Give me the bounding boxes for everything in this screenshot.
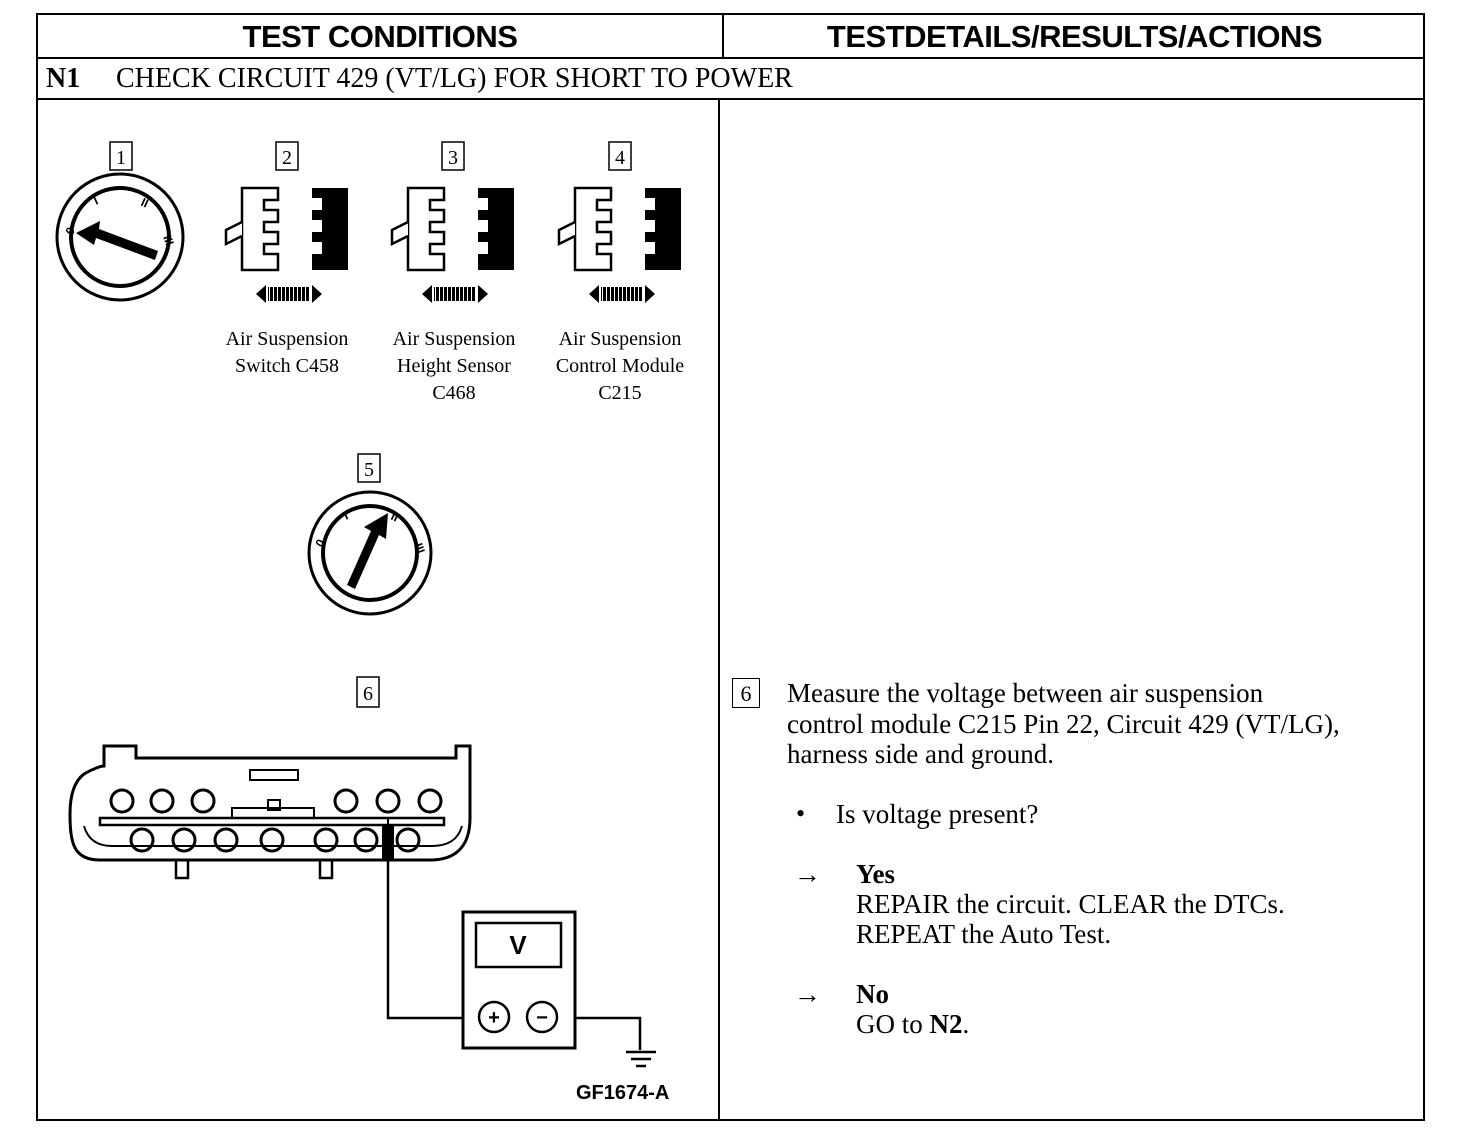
svg-text:6: 6 xyxy=(363,683,373,705)
caption-switch-c458: Air Suspension Switch C458 xyxy=(225,328,349,377)
header-test-conditions: TEST CONDITIONS xyxy=(242,19,518,54)
yes-action-line-2: REPEAT the Auto Test. xyxy=(856,919,1112,949)
no-result: No GO to N2. xyxy=(856,979,969,1039)
yes-action-line-1: REPAIR the circuit. CLEAR the DTCs. xyxy=(856,889,1285,919)
ignition-switch-off-icon: 0 I II III xyxy=(55,172,185,302)
svg-text:II: II xyxy=(389,509,401,525)
svg-text:I: I xyxy=(341,509,350,523)
svg-text:1: 1 xyxy=(116,147,126,169)
svg-text:3: 3 xyxy=(448,147,458,169)
step-title: CHECK CIRCUIT 429 (VT/LG) FOR SHORT TO P… xyxy=(116,63,793,94)
step-divider xyxy=(38,98,1423,100)
instruction-line-1: Measure the voltage between air suspensi… xyxy=(787,678,1264,708)
yes-arrow-icon: → xyxy=(794,859,821,889)
no-arrow-icon: → xyxy=(794,979,821,1009)
ground-icon xyxy=(626,1050,656,1068)
svg-text:II: II xyxy=(139,195,151,211)
yes-result: Yes REPAIR the circuit. CLEAR the DTCs. … xyxy=(856,859,1285,949)
test-conditions-diagram: 1 0 I II III 2 3 4 xyxy=(55,141,681,1068)
step-title-row: N1 CHECK CIRCUIT 429 (VT/LG) FOR SHORT TO… xyxy=(46,59,793,99)
step-box-5: 5 xyxy=(357,453,381,483)
yes-label: Yes xyxy=(856,859,895,889)
ignition-switch-run-icon: 0 I II III xyxy=(307,490,433,616)
svg-text:III: III xyxy=(411,541,428,555)
header-test-details: TESTDETAILS/RESULTS/ACTIONS xyxy=(826,19,1323,54)
column-divider-body xyxy=(718,100,720,1121)
step-box-6: 6 xyxy=(356,676,380,708)
negative-lead xyxy=(558,1016,642,1050)
no-label: No xyxy=(856,979,889,1009)
no-action-prefix: GO to xyxy=(856,1009,930,1039)
step-box-2: 2 xyxy=(275,141,299,171)
svg-text:2: 2 xyxy=(282,147,292,169)
step-id: N1 xyxy=(46,63,81,94)
column-divider-top xyxy=(722,15,724,57)
detail-step-number: 6 xyxy=(732,678,760,708)
connector-c215-face-icon xyxy=(68,744,472,880)
no-action-target: N2 xyxy=(929,1009,963,1039)
bullet: • xyxy=(796,799,806,828)
step-box-1: 1 xyxy=(109,141,133,171)
svg-text:−: − xyxy=(536,1007,548,1029)
question-text: Is voltage present? xyxy=(836,799,1039,829)
svg-text:III: III xyxy=(160,233,177,247)
step-box-3: 3 xyxy=(441,141,465,171)
header-divider xyxy=(38,57,1423,59)
caption-control-module-c215: Air Suspension Control Module C215 xyxy=(555,328,685,404)
svg-text:I: I xyxy=(91,194,100,208)
connector-disconnect-icon-3 xyxy=(557,186,681,303)
positive-lead xyxy=(386,860,478,1020)
svg-text:4: 4 xyxy=(615,147,625,169)
instruction-line-3: harness side and ground. xyxy=(787,739,1054,769)
svg-text:V: V xyxy=(509,930,527,960)
no-action-suffix: . xyxy=(962,1009,970,1039)
test-table: TEST CONDITIONS TESTDETAILS/RESULTS/ACTI… xyxy=(36,13,1425,1121)
svg-text:+: + xyxy=(488,1007,500,1029)
caption-height-sensor-c468: Air Suspension Height Sensor C468 xyxy=(392,328,516,404)
voltmeter-icon: V + − xyxy=(461,910,577,1050)
probe-icon xyxy=(382,826,394,860)
connector-disconnect-icon-2 xyxy=(390,186,514,303)
svg-text:5: 5 xyxy=(364,459,374,481)
connector-disconnect-icon-1 xyxy=(224,186,348,303)
instruction-line-2: control module C215 Pin 22, Circuit 429 … xyxy=(787,709,1340,739)
step-box-4: 4 xyxy=(608,141,632,171)
figure-id: GF1674-A xyxy=(576,1082,670,1104)
